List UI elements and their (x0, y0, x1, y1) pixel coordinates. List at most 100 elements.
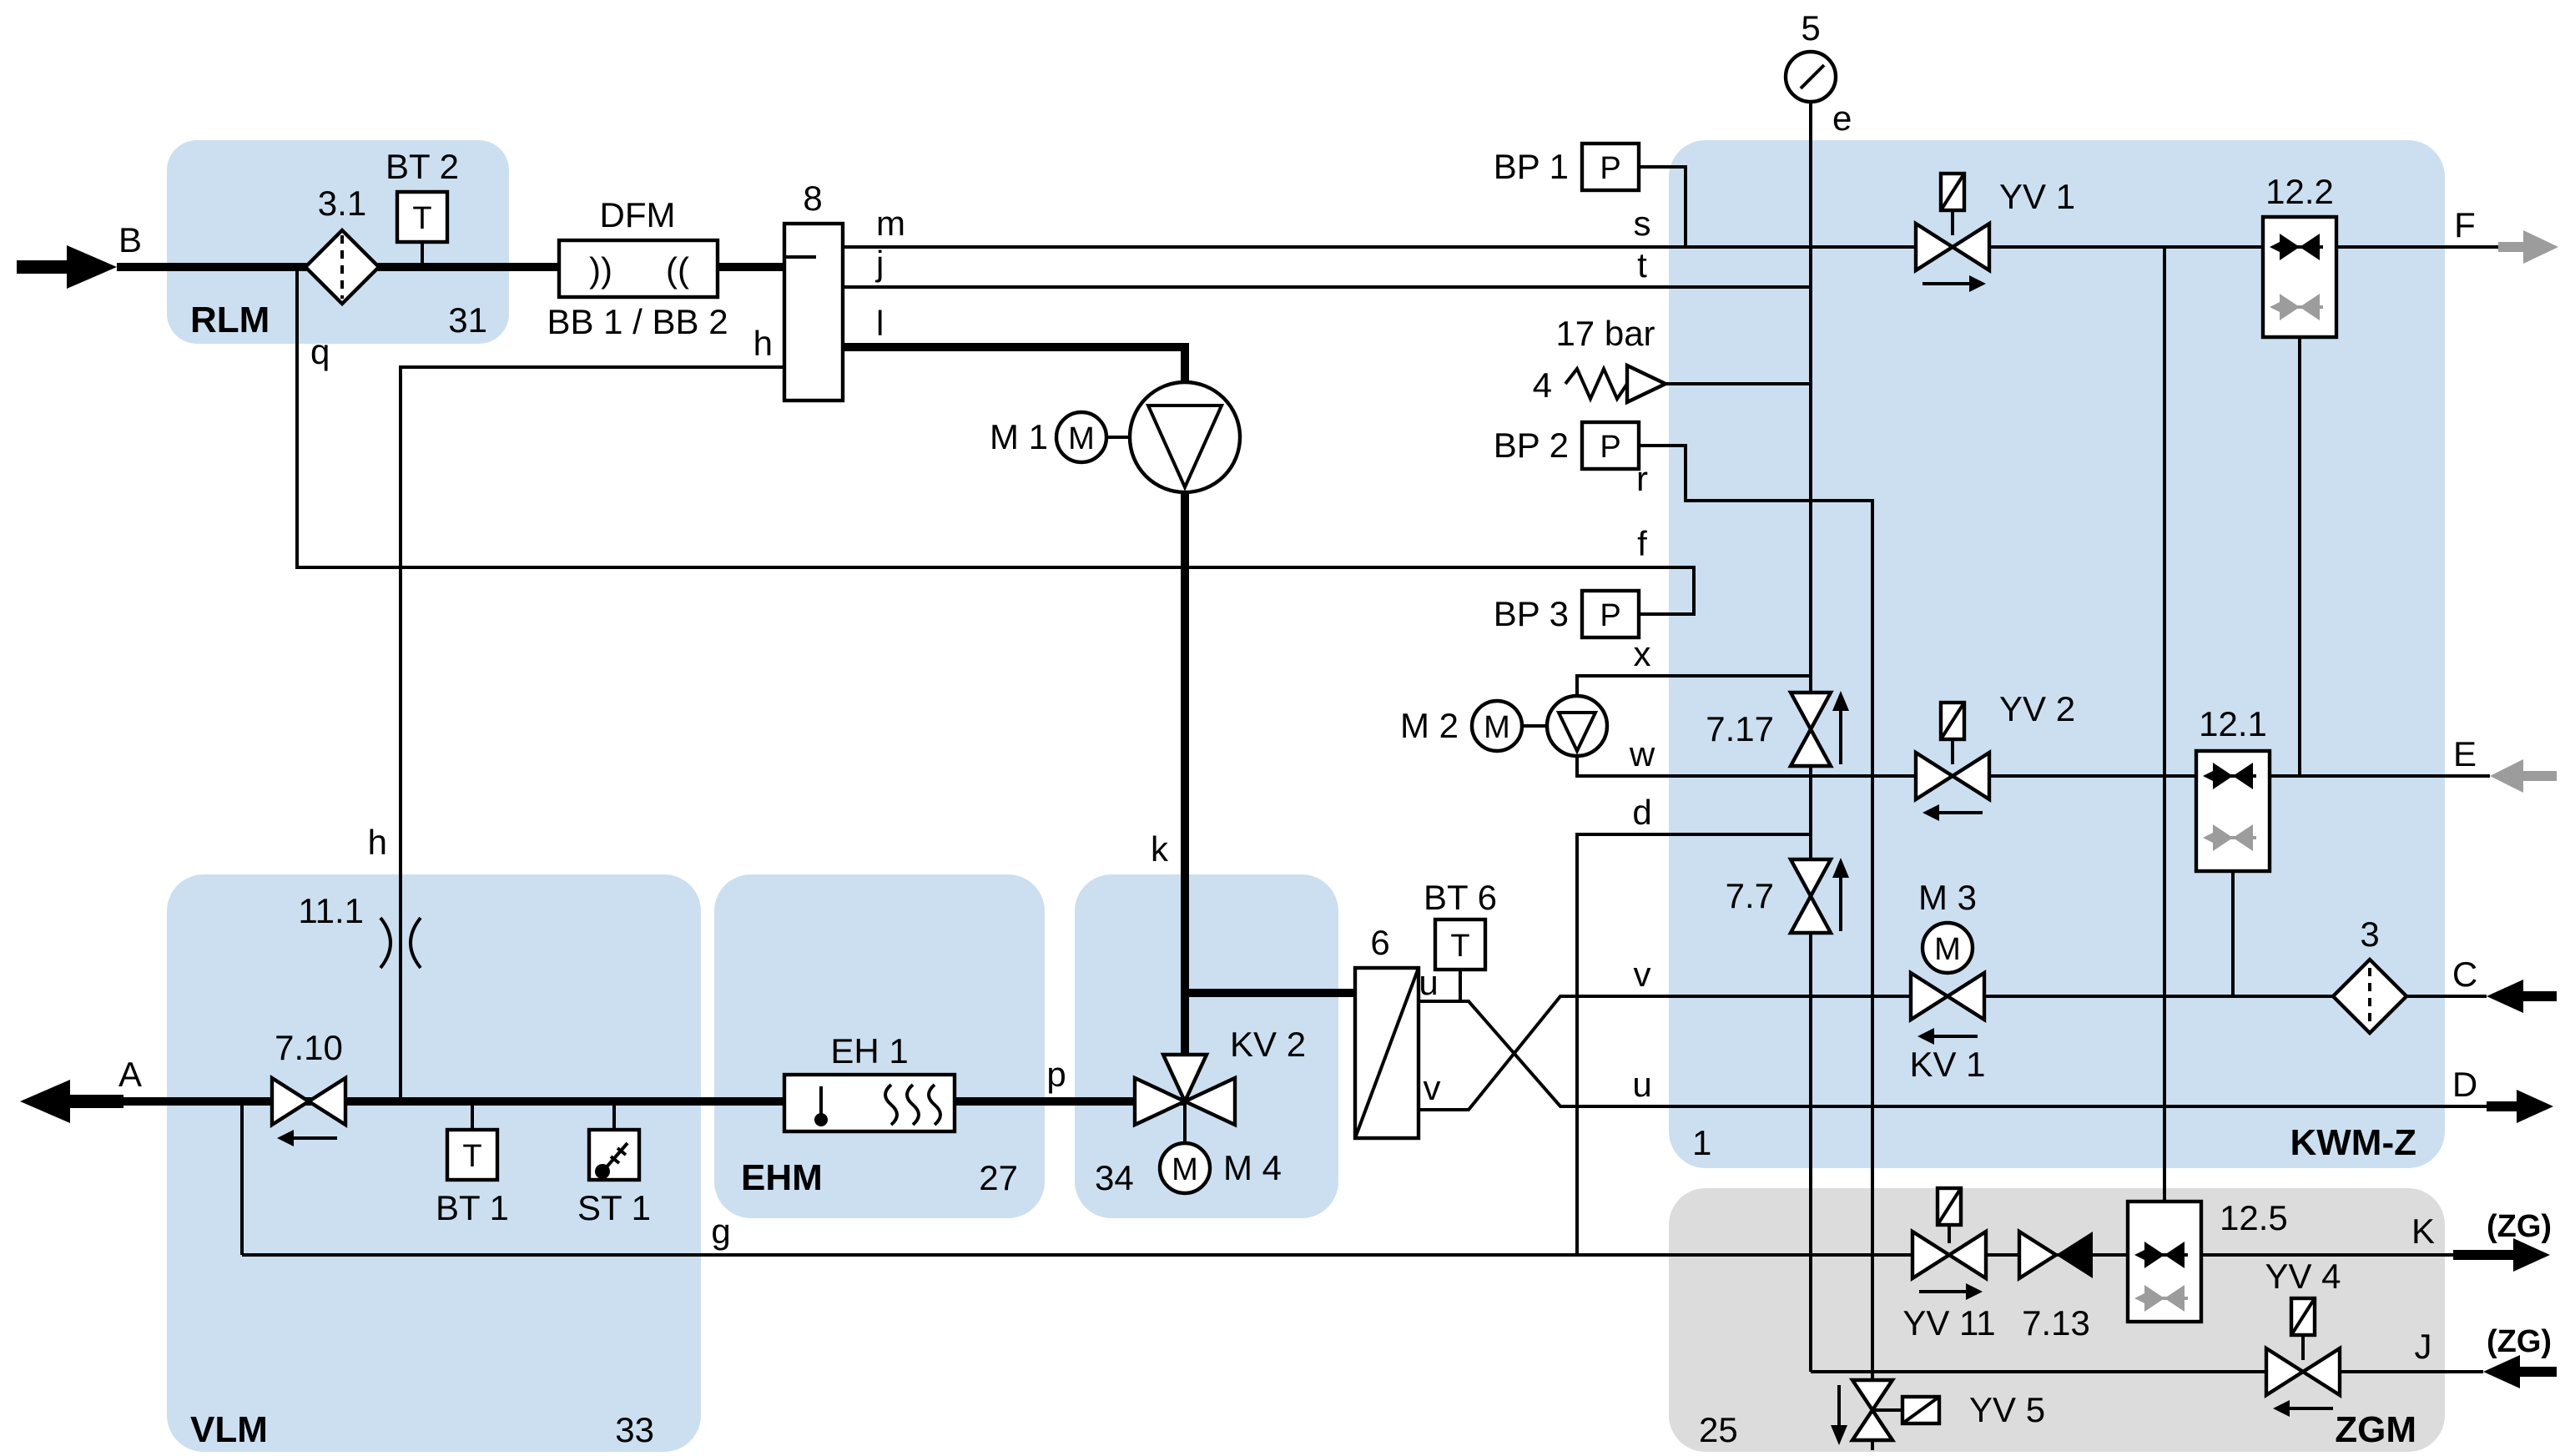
m1-letter: M (1068, 421, 1095, 456)
line-j-label: j (874, 244, 884, 283)
bp2-letter: P (1600, 430, 1620, 465)
m2-label: M 2 (1400, 706, 1459, 745)
port-j-zg-label: (ZG) (2487, 1324, 2552, 1359)
line-u-label-hx: u (1419, 963, 1438, 1002)
solenoid-valve-yv11 (1910, 1186, 1988, 1300)
valve-7-17-label: 7.17 (1706, 709, 1774, 748)
line-e-label: e (1832, 98, 1852, 138)
relief-4-label: 4 (1533, 365, 1552, 405)
pipe-separator-12-5 (2125, 1199, 2204, 1324)
port-c-arrow (2487, 980, 2557, 1013)
kv1-label: KV 1 (1909, 1045, 1985, 1084)
port-c-label: C (2452, 955, 2477, 994)
m4-letter: M (1172, 1152, 1198, 1187)
heat-exchanger-6 (1353, 965, 1421, 1141)
yv4-label: YV 4 (2265, 1257, 2341, 1296)
hx-6-label: 6 (1370, 923, 1389, 962)
m3-letter: M (1934, 932, 1961, 967)
pipe-v-c (1419, 995, 2487, 1111)
line-h-label-top: h (753, 324, 773, 363)
module-zgm-label: ZGM (2335, 1409, 2416, 1450)
port-f-arrow (2498, 230, 2558, 264)
line-u-label-right: u (1632, 1065, 1651, 1104)
port-d-arrow (2487, 1090, 2553, 1123)
module-vlm-number: 33 (615, 1410, 654, 1449)
module-ehm-label: EHM (741, 1157, 823, 1198)
bp3-label: BP 3 (1494, 594, 1569, 633)
spring-icon (1564, 365, 1629, 403)
m1-label: M 1 (990, 417, 1048, 456)
valve-7-17 (1787, 690, 1849, 768)
dfm-label: DFM (600, 195, 676, 234)
pipe-w-e (1575, 756, 2490, 778)
line-m-label: m (876, 204, 905, 243)
pipe-bp1-link (1639, 165, 1687, 247)
pump-m1 (1054, 380, 1242, 495)
module-kv2-number: 34 (1095, 1158, 1134, 1197)
port-b-label: B (118, 220, 142, 259)
pipe-separator-12-2 (2260, 214, 2339, 340)
valve-7-7-label: 7.7 (1726, 876, 1774, 915)
yv5-label: YV 5 (1969, 1390, 2045, 1429)
port-b-arrow (17, 245, 117, 289)
bp3-letter: P (1600, 598, 1620, 633)
bp1-letter: P (1600, 151, 1620, 186)
labels: B A F E C D K (ZG) J (ZG) RLM 31 VLM 33 … (118, 8, 2552, 1450)
kv2-label: KV 2 (1230, 1025, 1306, 1064)
region-kv2 (1075, 874, 1338, 1218)
line-p-label: p (1046, 1055, 1066, 1094)
line-v-label-right: v (1634, 955, 1651, 994)
line-d-label: d (1632, 793, 1651, 832)
st1-label: ST 1 (577, 1188, 651, 1227)
pipe-h (399, 365, 784, 1101)
bp2-label: BP 2 (1494, 426, 1569, 465)
check-valve-7-13 (2017, 1227, 2093, 1282)
line-t-label: t (1637, 245, 1647, 285)
line-q-label: q (310, 332, 330, 371)
valve-7-7 (1787, 857, 1849, 935)
m3-label: M 3 (1918, 878, 1977, 917)
module-zgm-number: 25 (1699, 1410, 1738, 1449)
valve-7-13-label: 7.13 (2022, 1303, 2090, 1343)
pump-m2 (1469, 693, 1610, 758)
pipe-d (1575, 833, 1811, 1255)
solenoid-valve-yv4 (2264, 1296, 2342, 1417)
port-j-arrow (2483, 1355, 2557, 1388)
sensor-bp3 (1580, 588, 1641, 640)
line-g-label: g (711, 1212, 730, 1251)
components (270, 49, 2410, 1445)
line-l-label: l (876, 304, 884, 343)
port-e-label: E (2453, 734, 2477, 773)
vent-arrow-icon (1831, 1385, 1847, 1445)
gauge-needle-icon (1799, 63, 1826, 90)
port-k-zg-label: (ZG) (2487, 1209, 2552, 1244)
line-f-label: f (1637, 524, 1647, 563)
module-vlm-label: VLM (190, 1409, 268, 1450)
region-vlm (167, 874, 701, 1452)
solenoid-valve-yv1 (1913, 171, 1992, 292)
region-kwmz (1669, 140, 2445, 1168)
module-ehm-number: 27 (979, 1158, 1018, 1197)
line-h-label-left: h (368, 823, 387, 862)
pipe-r (1639, 444, 1874, 1380)
port-arrows (17, 230, 2558, 1388)
valve-7-10-label: 7.10 (275, 1028, 343, 1067)
pipe-l (843, 343, 1189, 384)
heater-eh1 (782, 1072, 957, 1134)
line-v-label-hx: v (1424, 1068, 1441, 1107)
heating-coil-icon (884, 1083, 942, 1126)
sensor-st1 (587, 1127, 642, 1182)
motor-valve-kv1 (1908, 920, 1987, 1045)
bt6-label: BT 6 (1424, 878, 1497, 917)
bt2-label: BT 2 (386, 147, 459, 186)
relief-setpoint-label: 17 bar (1555, 314, 1655, 353)
relief-valve-4 (1564, 362, 1671, 406)
bp1-label: BP 1 (1494, 147, 1569, 186)
yv2-label: YV 2 (1999, 689, 2075, 728)
thermometer-icon (595, 1141, 629, 1179)
solenoid-valve-yv2 (1913, 700, 1992, 821)
compensator-11-1 (379, 916, 422, 970)
thermometer-icon (814, 1086, 828, 1126)
line-w-label: w (1629, 734, 1655, 773)
